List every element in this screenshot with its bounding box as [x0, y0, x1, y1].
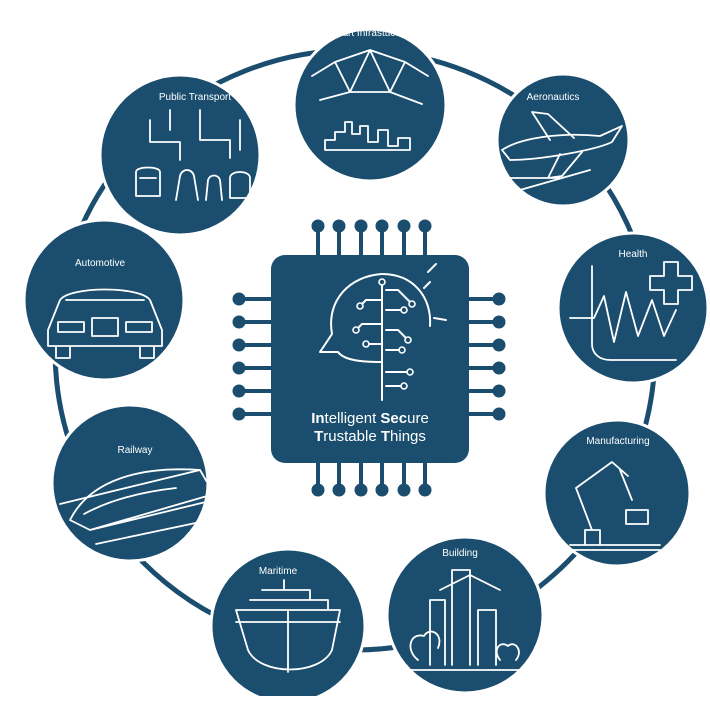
domain-automotive [22, 218, 186, 382]
domain-smart-infrastructure [292, 27, 448, 183]
train-icon [59, 468, 215, 545]
domain-aeronautics [495, 72, 631, 208]
chip-title-line-2: Trustable Things [314, 428, 426, 445]
domain-label-maritime: Maritime [258, 566, 298, 577]
skyscraper-icon [409, 569, 526, 671]
domain-circle-aeronautics [495, 72, 631, 208]
domain-label-manufacturing: Manufacturing [586, 436, 650, 447]
heartbeat-cross-icon [569, 261, 693, 361]
chip-pins [232, 219, 506, 497]
chip-title: Intelligent Secure Trustable Things [270, 410, 470, 446]
domain-label-public-transport: Public Transport [158, 92, 232, 103]
domain-circle-smart-infrastructure [292, 27, 448, 183]
robot-arm-icon [559, 461, 661, 551]
domain-label-smart-infrastructure: Smart Infrastucture [327, 28, 413, 39]
domain-maritime [209, 547, 367, 701]
domain-railway [50, 403, 215, 563]
domain-public-transport [98, 73, 262, 237]
domain-label-automotive: Automotive [74, 258, 126, 269]
commuters-bus-icon [135, 109, 251, 201]
ship-icon [235, 579, 341, 673]
car-icon [47, 288, 163, 359]
chip-body [271, 255, 469, 463]
airplane-icon [501, 111, 623, 191]
domain-circle-manufacturing [542, 418, 692, 568]
domain-circle-health [556, 231, 710, 385]
domain-circle-building [385, 535, 545, 695]
domain-label-building: Building [442, 548, 478, 559]
domain-label-railway: Railway [117, 445, 153, 456]
domain-manufacturing [542, 418, 692, 568]
domain-building [385, 535, 545, 695]
domain-label-aeronautics: Aeronautics [526, 92, 580, 103]
city-network-icon [311, 49, 429, 151]
ai-head-nodes [352, 278, 416, 390]
domain-health [556, 231, 710, 385]
chip-title-line-1: Intelligent Secure [311, 410, 429, 427]
domain-label-health: Health [618, 249, 648, 260]
